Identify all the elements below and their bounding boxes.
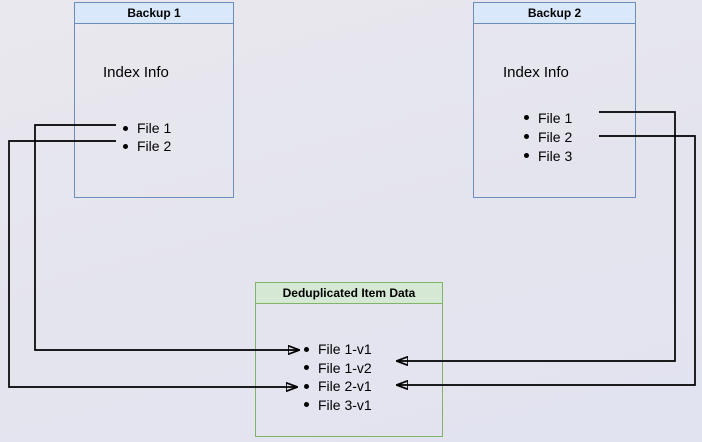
bullet-icon — [304, 365, 309, 371]
bullet-icon — [304, 346, 309, 352]
dedup-title: Deduplicated Item Data — [256, 283, 442, 304]
file-label: File 3 — [538, 147, 573, 164]
item-label: File 3-v1 — [318, 396, 372, 413]
bullet-icon — [304, 383, 309, 389]
backup1-title: Backup 1 — [75, 3, 233, 24]
item-label: File 1-v1 — [318, 341, 372, 358]
list-item: File 1 — [123, 119, 171, 137]
list-item: File 2 — [524, 127, 572, 146]
file-label: File 1 — [538, 109, 573, 126]
dedup-item-list: File 1-v1 File 1-v2 File 2-v1 File 3-v1 — [304, 340, 372, 414]
bullet-icon — [524, 115, 529, 120]
backup1-file-list: File 1 File 2 — [123, 119, 171, 155]
backup2-title: Backup 2 — [474, 3, 635, 24]
deduplicated-item-data-box: Deduplicated Item Data File 1-v1 File 1-… — [255, 282, 443, 437]
list-item: File 2-v1 — [304, 377, 372, 396]
item-label: File 2-v1 — [318, 378, 372, 395]
bullet-icon — [123, 143, 128, 149]
bullet-icon — [123, 125, 128, 131]
list-item: File 3-v1 — [304, 396, 372, 415]
list-item: File 1 — [524, 108, 572, 127]
item-label: File 1-v2 — [318, 359, 372, 376]
file-label: File 2 — [137, 138, 172, 154]
bullet-icon — [524, 153, 529, 158]
list-item: File 2 — [123, 137, 171, 155]
file-label: File 2 — [538, 128, 573, 145]
bullet-icon — [304, 402, 309, 408]
backup2-file-list: File 1 File 2 File 3 — [524, 108, 572, 165]
list-item: File 1-v2 — [304, 359, 372, 378]
backup2-index-info-label: Index Info — [503, 64, 569, 81]
list-item: File 3 — [524, 146, 572, 165]
backup1-index-info-label: Index Info — [103, 64, 169, 81]
backup1-box: Backup 1 Index Info File 1 File 2 — [74, 2, 234, 198]
bullet-icon — [524, 134, 529, 139]
list-item: File 1-v1 — [304, 340, 372, 359]
backup2-box: Backup 2 Index Info File 1 File 2 File 3 — [473, 2, 636, 198]
file-label: File 1 — [137, 120, 172, 136]
